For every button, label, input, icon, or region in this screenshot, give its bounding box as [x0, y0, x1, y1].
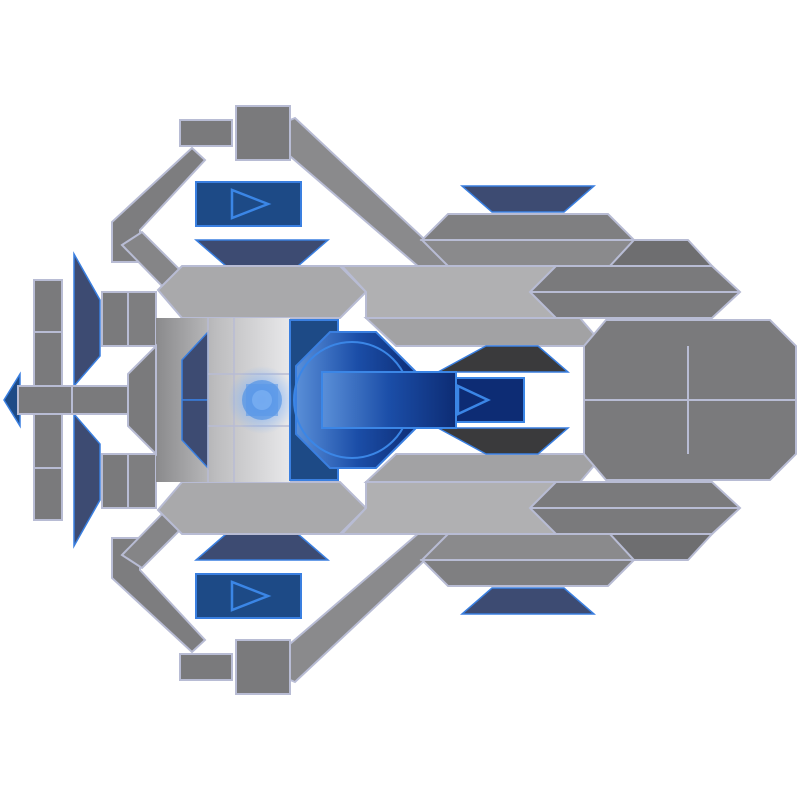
rear-cap [127, 343, 157, 457]
gear-icon [242, 380, 282, 420]
triangle-play-icon [456, 384, 491, 416]
main-barrel [321, 371, 457, 429]
